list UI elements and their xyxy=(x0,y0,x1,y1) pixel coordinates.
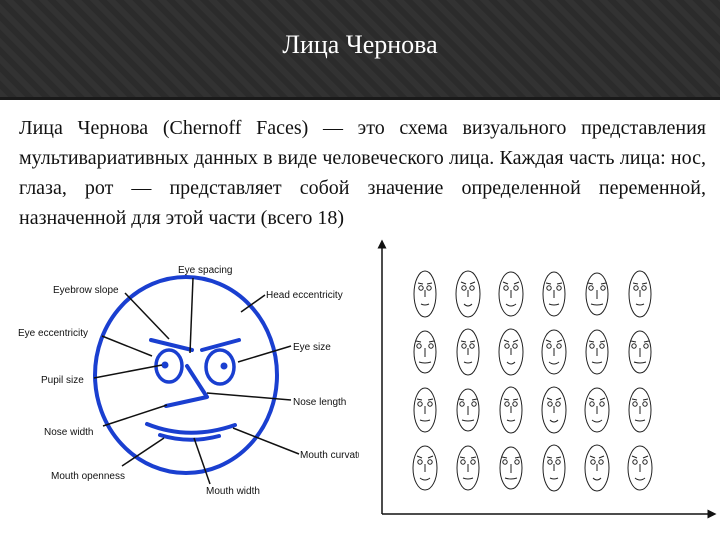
mouth-lower xyxy=(158,433,221,442)
small-face xyxy=(542,271,566,317)
face-outline xyxy=(93,275,279,475)
nose xyxy=(164,364,209,408)
chernoff-faces-grid xyxy=(377,239,717,519)
small-face xyxy=(456,445,480,491)
label-eye-eccentricity: Eye eccentricity xyxy=(18,328,88,339)
right-eye xyxy=(204,348,236,386)
label-head-eccentricity: Head eccentricity xyxy=(266,290,343,301)
small-face xyxy=(628,330,652,374)
pointer-eye-eccentricity xyxy=(101,335,153,357)
label-eye-spacing: Eye spacing xyxy=(178,265,232,276)
right-eyebrow xyxy=(200,338,241,352)
slide-title: Лица Чернова xyxy=(282,30,438,59)
small-face xyxy=(541,329,567,375)
small-face xyxy=(584,444,610,492)
small-face xyxy=(456,328,480,376)
faces-container xyxy=(412,270,653,492)
small-face xyxy=(584,387,610,433)
left-pupil xyxy=(161,361,169,369)
label-mouth-openness: Mouth openness xyxy=(51,471,125,482)
small-face xyxy=(456,388,480,432)
small-face xyxy=(585,329,609,375)
small-face xyxy=(413,270,437,318)
slide-paragraph: Лица Чернова (Chernoff Faces) — это схем… xyxy=(19,117,706,229)
small-face xyxy=(628,270,652,318)
pointer-eye-spacing xyxy=(189,277,194,354)
label-eye-size: Eye size xyxy=(293,342,331,353)
label-nose-length: Nose length xyxy=(293,397,346,408)
pointer-head-eccentricity xyxy=(240,294,266,313)
small-face xyxy=(541,386,567,434)
small-face xyxy=(499,386,523,434)
small-face xyxy=(627,445,653,491)
pointer-nose-width xyxy=(102,404,168,427)
small-face xyxy=(412,445,438,491)
right-pupil xyxy=(220,362,228,370)
pointer-eye-size xyxy=(237,345,292,363)
small-face xyxy=(413,387,437,433)
small-face xyxy=(498,271,524,317)
label-pupil-size: Pupil size xyxy=(41,375,84,386)
left-eyebrow xyxy=(149,338,194,352)
pointer-eyebrow-slope xyxy=(124,292,170,340)
small-face xyxy=(628,387,652,433)
small-face xyxy=(498,328,524,376)
label-nose-width: Nose width xyxy=(44,427,93,438)
pointer-mouth-openness xyxy=(121,437,165,467)
small-face xyxy=(499,446,523,490)
small-face xyxy=(413,330,437,374)
pointer-pupil-size xyxy=(93,364,163,379)
pointer-mouth-width xyxy=(193,437,211,485)
pointer-mouth-curvature xyxy=(232,427,300,455)
mouth-upper xyxy=(145,422,237,435)
slide-header: Лица Чернова xyxy=(0,0,720,100)
label-mouth-curvature: Mouth curvature xyxy=(300,450,359,461)
small-face xyxy=(542,444,566,492)
small-face xyxy=(585,272,609,316)
label-mouth-width: Mouth width xyxy=(206,486,260,497)
chernoff-face-diagram: Eye spacing Eyebrow slope Head eccentric… xyxy=(18,265,359,497)
label-eyebrow-slope: Eyebrow slope xyxy=(53,285,119,296)
small-face xyxy=(455,270,481,318)
pointer-nose-length xyxy=(206,392,292,401)
